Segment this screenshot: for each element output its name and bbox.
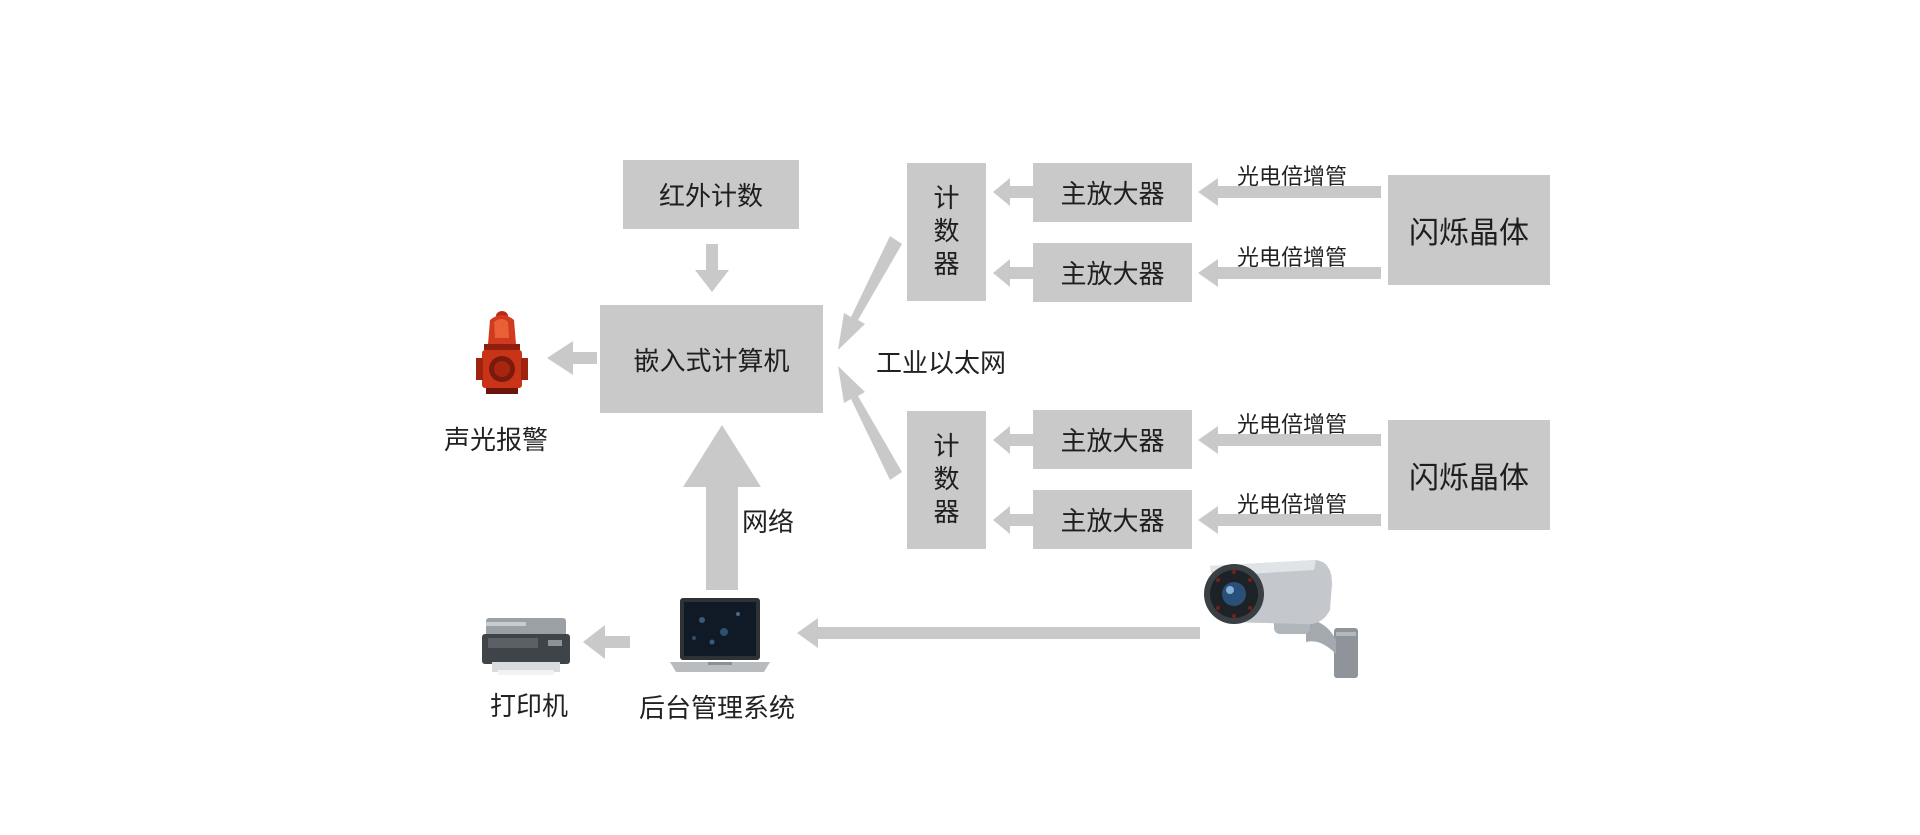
alarm-siren-icon [476, 311, 528, 394]
arrow-amp3-to-counter [993, 426, 1033, 454]
arrow-amp4-to-counter [993, 506, 1033, 534]
arrow-pmt1 [1198, 178, 1381, 206]
printer-label: 打印机 [490, 692, 569, 722]
pmt-label-4: 光电倍增管 [1237, 493, 1348, 518]
main-amplifier-label: 主放大器 [1060, 427, 1165, 457]
counter-char: 器 [933, 249, 960, 280]
scintillation-crystal-label: 闪烁晶体 [1409, 216, 1529, 251]
arrow-counter2-to-computer [838, 366, 902, 480]
counter-char: 器 [933, 497, 960, 528]
scintillation-crystal-box-1: 闪烁晶体 [1388, 175, 1550, 285]
arrow-computer-to-alarm [547, 341, 597, 375]
pmt-label-2: 光电倍增管 [1237, 246, 1348, 271]
arrow-amp1-to-counter [993, 178, 1033, 206]
network-label: 网络 [742, 508, 795, 538]
arrow-counter1-to-computer [838, 236, 902, 350]
arrow-amp2-to-counter [993, 259, 1033, 287]
main-amplifier-label: 主放大器 [1060, 507, 1165, 537]
scintillation-crystal-box-2: 闪烁晶体 [1388, 420, 1550, 530]
printer-icon [482, 618, 570, 675]
arrow-laptop-to-printer [583, 625, 630, 659]
infrared-counter-box: 红外计数 [623, 160, 799, 229]
counter-char: 计 [933, 183, 960, 214]
main-amplifier-box-1: 主放大器 [1033, 163, 1192, 222]
pmt-label-1: 光电倍增管 [1237, 165, 1348, 190]
counter-box-1: 计 数 器 [907, 163, 986, 301]
counter-char: 数 [933, 216, 960, 247]
main-amplifier-label: 主放大器 [1060, 260, 1165, 290]
security-camera-icon [1204, 560, 1358, 678]
main-amplifier-box-2: 主放大器 [1033, 243, 1192, 302]
pmt-label-3: 光电倍增管 [1237, 413, 1348, 438]
infrared-counter-label: 红外计数 [658, 182, 763, 212]
arrow-pmt2 [1198, 259, 1381, 287]
arrow-pmt4 [1198, 506, 1381, 534]
main-amplifier-box-3: 主放大器 [1033, 410, 1192, 469]
arrow-infrared-to-computer [695, 244, 729, 292]
embedded-computer-box: 嵌入式计算机 [600, 305, 823, 413]
embedded-computer-label: 嵌入式计算机 [633, 346, 790, 377]
alarm-label: 声光报警 [444, 426, 549, 456]
industrial-ethernet-label: 工业以太网 [876, 349, 1007, 379]
arrow-camera-to-laptop [797, 618, 1200, 648]
backend-system-label: 后台管理系统 [639, 694, 796, 724]
laptop-icon [670, 598, 770, 672]
counter-box-2: 计 数 器 [907, 411, 986, 549]
counter-char: 数 [933, 464, 960, 495]
counter-char: 计 [933, 431, 960, 462]
scintillation-crystal-label: 闪烁晶体 [1409, 461, 1529, 496]
main-amplifier-label: 主放大器 [1060, 180, 1165, 210]
main-amplifier-box-4: 主放大器 [1033, 490, 1192, 549]
arrow-pmt3 [1198, 426, 1381, 454]
arrow-backend-to-computer [683, 425, 761, 590]
